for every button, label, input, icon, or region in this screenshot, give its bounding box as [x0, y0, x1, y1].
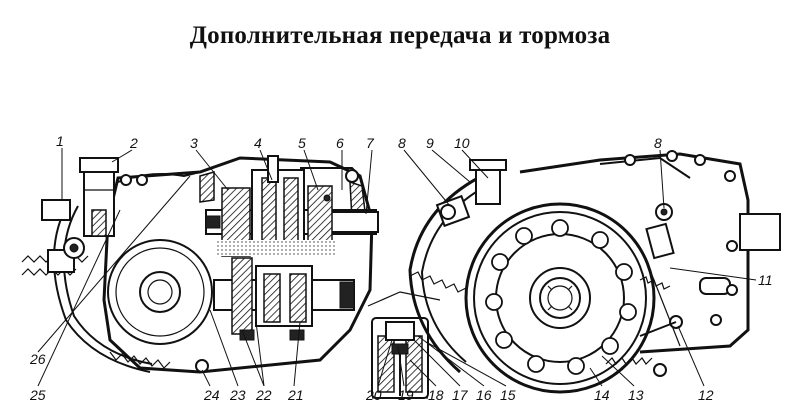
callout-24: 24: [203, 387, 220, 403]
callout-19: 19: [398, 387, 414, 403]
page-title: Дополнительная передача и тормоза: [189, 22, 611, 49]
callout-12: 12: [698, 387, 714, 403]
callout-8-left: 8: [398, 135, 406, 151]
callout-26: 26: [29, 351, 46, 367]
right-exterior-view: [408, 150, 781, 394]
callout-23: 23: [229, 387, 246, 403]
callout-6: 6: [336, 135, 344, 151]
callout-10: 10: [454, 135, 470, 151]
callout-5: 5: [298, 135, 306, 151]
callout-16: 16: [476, 387, 492, 403]
callout-8-right: 8: [654, 135, 662, 151]
callout-1: 1: [56, 133, 64, 149]
callout-7: 7: [366, 135, 375, 151]
left-sectional-view: [21, 155, 379, 374]
callout-15: 15: [500, 387, 516, 403]
callout-11: 11: [758, 272, 773, 288]
callout-17: 17: [452, 387, 469, 403]
callout-labels: 1 2 3 4 5 6 7 8 9 10 11 8 12 13 14 15 16…: [29, 133, 773, 403]
callout-18: 18: [428, 387, 444, 403]
leader-lines: [37, 148, 757, 387]
callout-14: 14: [594, 387, 610, 403]
callout-9: 9: [426, 135, 434, 151]
callout-22: 22: [255, 387, 272, 403]
callout-13: 13: [628, 387, 644, 403]
callout-3: 3: [190, 135, 198, 151]
callout-20: 20: [365, 387, 382, 403]
callout-25: 25: [29, 387, 46, 403]
callout-21: 21: [287, 387, 304, 403]
callout-4: 4: [254, 135, 262, 151]
callout-2: 2: [129, 135, 138, 151]
